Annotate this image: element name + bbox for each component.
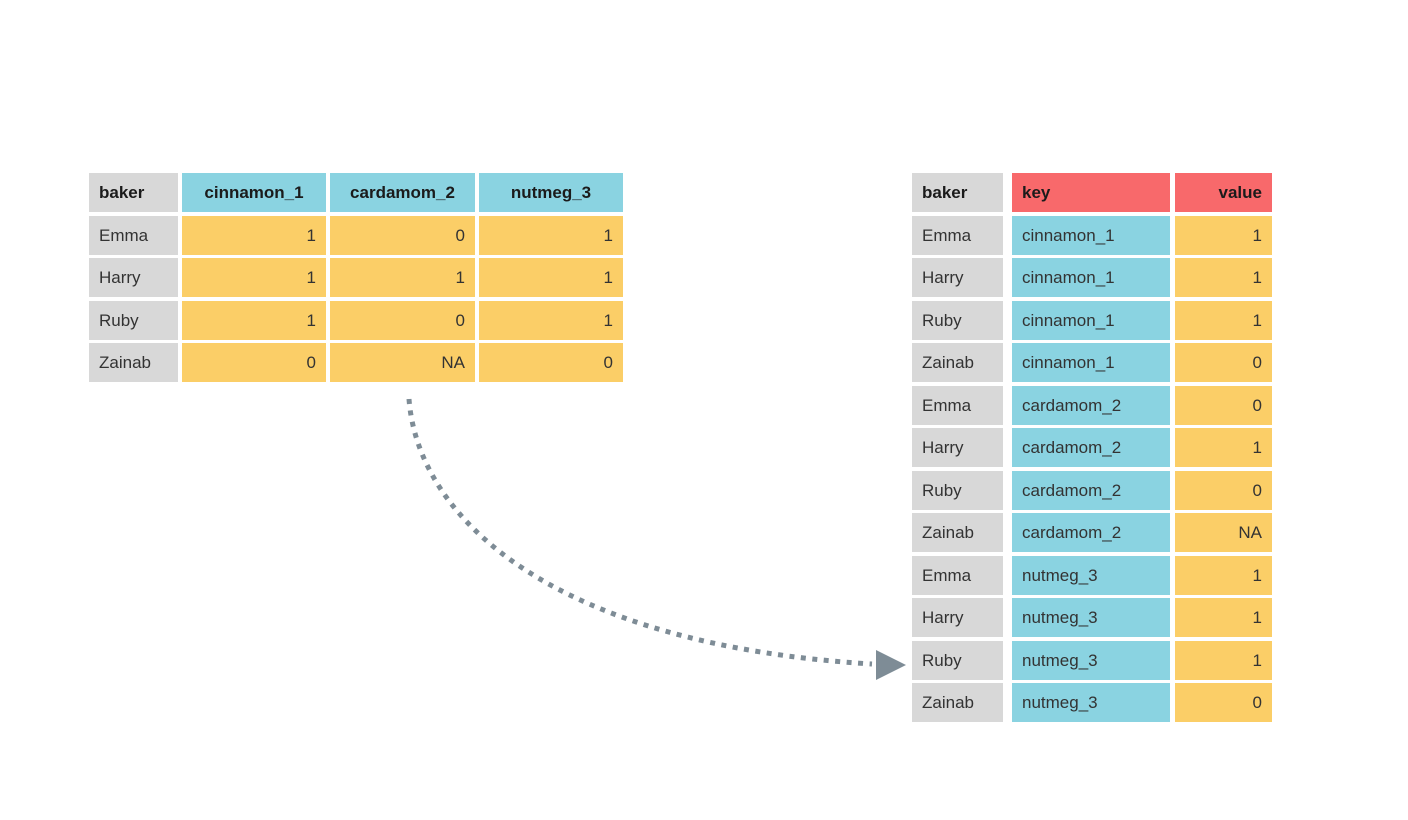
value-cell: 1: [1175, 428, 1272, 467]
wide-header-nutmeg-3: nutmeg_3: [479, 173, 623, 212]
value-cell: 1: [479, 300, 623, 340]
value-cell: 0: [1175, 385, 1272, 425]
wide-table-row: Ruby 1 0 1: [89, 300, 623, 340]
baker-cell: Harry: [912, 258, 1003, 297]
value-cell: 1: [1175, 555, 1272, 595]
value-cell: 1: [479, 258, 623, 297]
baker-cell: Harry: [912, 428, 1003, 467]
key-cell: cinnamon_1: [1012, 343, 1170, 382]
key-cell: cardamom_2: [1012, 428, 1170, 467]
long-table-row: Harry cardamom_2 1: [912, 428, 1272, 467]
value-cell: 1: [479, 215, 623, 255]
value-cell: NA: [1175, 513, 1272, 552]
value-cell: 0: [1175, 470, 1272, 510]
value-cell: 1: [1175, 300, 1272, 340]
key-cell: nutmeg_3: [1012, 555, 1170, 595]
wide-header-cinnamon-1: cinnamon_1: [182, 173, 326, 212]
baker-cell: Emma: [912, 555, 1003, 595]
wide-table-row: Harry 1 1 1: [89, 258, 623, 297]
wide-table-row: Emma 1 0 1: [89, 215, 623, 255]
key-cell: cinnamon_1: [1012, 258, 1170, 297]
baker-cell: Zainab: [912, 343, 1003, 382]
key-cell: nutmeg_3: [1012, 683, 1170, 722]
long-table-row: Ruby nutmeg_3 1: [912, 640, 1272, 680]
long-table-row: Emma nutmeg_3 1: [912, 555, 1272, 595]
baker-cell: Ruby: [912, 640, 1003, 680]
baker-cell: Zainab: [89, 343, 178, 382]
key-cell: cardamom_2: [1012, 513, 1170, 552]
baker-cell: Emma: [912, 215, 1003, 255]
value-cell: 1: [1175, 215, 1272, 255]
wide-header-baker: baker: [89, 173, 178, 212]
long-table-row: Zainab cardamom_2 NA: [912, 513, 1272, 552]
baker-cell: Harry: [89, 258, 178, 297]
value-cell: 1: [330, 258, 475, 297]
wide-header-cardamom-2: cardamom_2: [330, 173, 475, 212]
long-table-row: Ruby cardamom_2 0: [912, 470, 1272, 510]
key-cell: cinnamon_1: [1012, 300, 1170, 340]
long-table-row: Zainab cinnamon_1 0: [912, 343, 1272, 382]
baker-cell: Harry: [912, 598, 1003, 637]
baker-cell: Emma: [912, 385, 1003, 425]
value-cell: 1: [1175, 598, 1272, 637]
value-cell: 1: [182, 215, 326, 255]
key-cell: nutmeg_3: [1012, 598, 1170, 637]
baker-cell: Zainab: [912, 683, 1003, 722]
long-table-row: Emma cardamom_2 0: [912, 385, 1272, 425]
long-table-header-row: baker key value: [912, 173, 1272, 212]
long-header-baker: baker: [912, 173, 1003, 212]
value-cell: 0: [182, 343, 326, 382]
long-table-row: Zainab nutmeg_3 0: [912, 683, 1272, 722]
long-table-row: Harry nutmeg_3 1: [912, 598, 1272, 637]
value-cell: 1: [1175, 640, 1272, 680]
baker-cell: Ruby: [89, 300, 178, 340]
wide-table: baker cinnamon_1 cardamom_2 nutmeg_3 Emm…: [89, 173, 623, 386]
value-cell: 0: [1175, 683, 1272, 722]
long-table: baker key value Emma cinnamon_1 1 Harry …: [912, 173, 1272, 726]
baker-cell: Ruby: [912, 470, 1003, 510]
value-cell: 0: [1175, 343, 1272, 382]
arrow-dotted-curve: [406, 398, 873, 667]
long-header-value: value: [1175, 173, 1272, 212]
value-cell: 1: [182, 300, 326, 340]
key-cell: cardamom_2: [1012, 385, 1170, 425]
long-table-row: Harry cinnamon_1 1: [912, 258, 1272, 297]
baker-cell: Zainab: [912, 513, 1003, 552]
value-cell: 0: [330, 300, 475, 340]
baker-cell: Ruby: [912, 300, 1003, 340]
value-cell: 1: [182, 258, 326, 297]
wide-table-row: Zainab 0 NA 0: [89, 343, 623, 382]
key-cell: cinnamon_1: [1012, 215, 1170, 255]
long-table-row: Emma cinnamon_1 1: [912, 215, 1272, 255]
key-cell: cardamom_2: [1012, 470, 1170, 510]
long-header-key: key: [1012, 173, 1170, 212]
value-cell: 1: [1175, 258, 1272, 297]
arrow-head-icon: [876, 650, 906, 680]
value-cell: 0: [479, 343, 623, 382]
key-cell: nutmeg_3: [1012, 640, 1170, 680]
long-table-row: Ruby cinnamon_1 1: [912, 300, 1272, 340]
baker-cell: Emma: [89, 215, 178, 255]
wide-table-header-row: baker cinnamon_1 cardamom_2 nutmeg_3: [89, 173, 623, 212]
value-cell: 0: [330, 215, 475, 255]
value-cell: NA: [330, 343, 475, 382]
